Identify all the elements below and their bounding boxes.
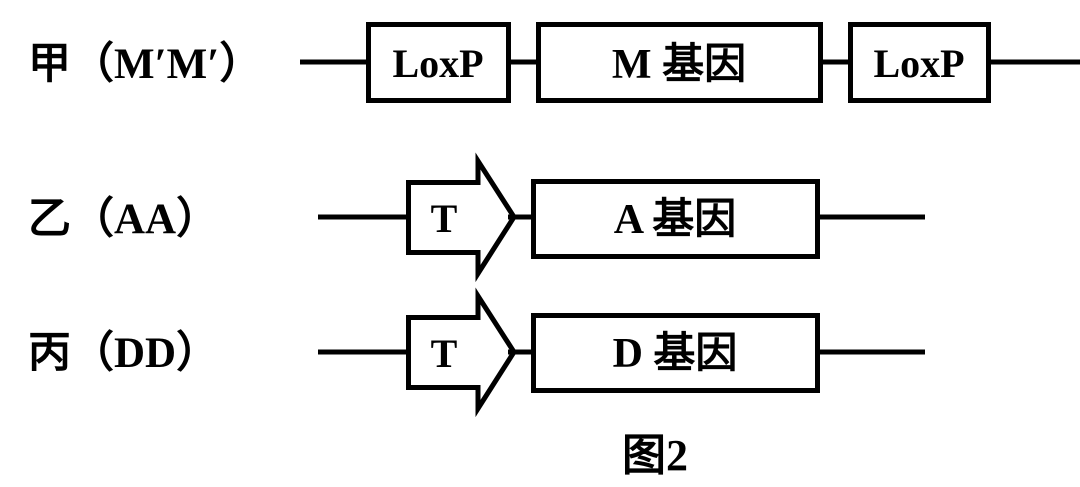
row-bing: 丙（DD） T D 基因 — [28, 287, 925, 418]
row-yi-promoter-arrow — [406, 152, 517, 283]
row-bing-gene-box — [531, 313, 820, 393]
row-bing-promoter-label: T — [431, 331, 458, 376]
row-jia-loxp-label-1: LoxP — [392, 41, 483, 86]
row-bing-label: 丙（DD） — [28, 329, 219, 377]
row-jia-loxp-label-2: LoxP — [873, 41, 964, 86]
row-bing-promoter-arrow — [406, 287, 517, 418]
figure-caption: 图2 — [622, 431, 688, 480]
row-yi-gene-label: A 基因 — [614, 196, 737, 243]
row-yi-label: 乙（AA） — [28, 195, 219, 243]
row-jia: 甲（M′M′） LoxP M 基因 LoxP — [28, 22, 1080, 103]
row-jia-loxp-box-2 — [848, 22, 991, 103]
row-bing-gene-label: D 基因 — [613, 330, 738, 377]
row-yi-gene-box — [531, 179, 820, 259]
row-jia-label: 甲（M′M′） — [28, 40, 262, 88]
row-jia-gene-label: M 基因 — [612, 41, 746, 88]
row-yi-promoter-label: T — [431, 196, 458, 241]
row-yi: 乙（AA） T A 基因 — [28, 152, 925, 283]
